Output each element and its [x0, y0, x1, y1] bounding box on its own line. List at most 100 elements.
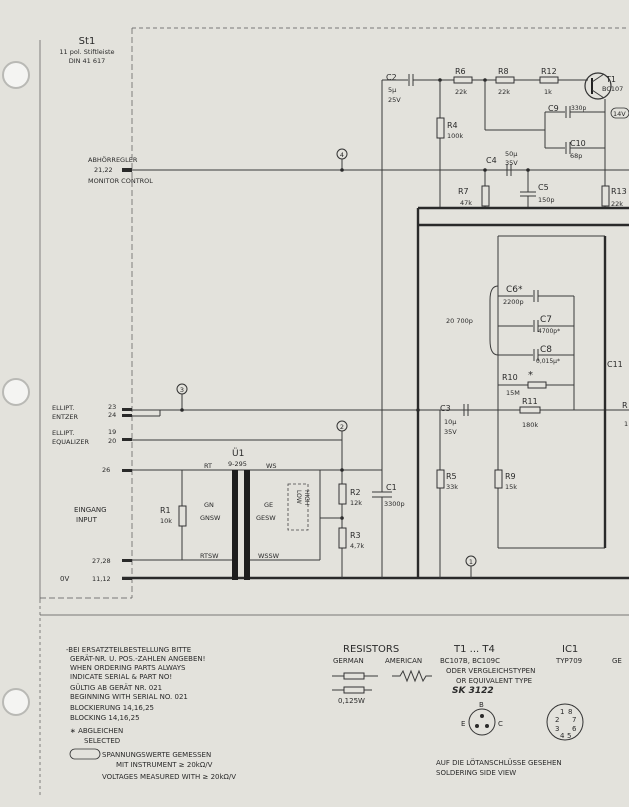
r7-value: 47k	[460, 199, 472, 207]
transformer-name: Ü1	[232, 448, 244, 459]
legend-german-resistor	[343, 672, 365, 680]
note-1: -BEI ERSATZTEILBESTELLUNG BITTE	[66, 646, 191, 654]
r5-value: 33k	[446, 483, 458, 491]
junction-node-3	[180, 408, 184, 412]
ic-pinout	[546, 703, 584, 741]
r6-value: 22k	[455, 88, 467, 96]
pin-27-28-mark	[122, 559, 132, 562]
ic-pin-1: 1	[560, 708, 564, 716]
r13-resistor	[601, 185, 610, 207]
c9-name: C9	[548, 104, 559, 113]
r3-name: R3	[350, 531, 361, 540]
pin-19: 19	[108, 428, 116, 436]
c4-voltage: 35V	[505, 159, 518, 167]
connector-din: DIN 41 617	[69, 57, 106, 65]
c2-value: 5µ	[388, 86, 396, 94]
note-4: INDICATE SERIAL & PART NO!	[70, 673, 172, 681]
pin-24-mark	[122, 414, 132, 417]
r1-name: R1	[160, 506, 171, 515]
r11-value: 180k	[522, 421, 538, 429]
monitor-label-de: ABHÖRREGLER	[88, 155, 138, 164]
punch-hole-bottom	[2, 688, 30, 716]
pin-26-mark	[122, 469, 132, 472]
ic-pin-5: 5	[567, 732, 571, 740]
capacitor-bank-total: 20 700p	[446, 317, 473, 325]
ic-pin-6: 6	[572, 725, 577, 733]
input-label-de: EINGANG	[74, 506, 107, 514]
ic-pin-4: 4	[560, 732, 565, 740]
tr-wssw: WSSW	[258, 552, 280, 560]
r2-resistor	[338, 483, 347, 505]
r5-name: R5	[446, 472, 457, 481]
solder-note-en: SOLDERING SIDE VIEW	[436, 769, 516, 777]
junction-r2	[340, 468, 344, 472]
monitor-label-en: MONITOR CONTROL	[88, 177, 153, 185]
r3-resistor	[338, 527, 347, 549]
note-13: VOLTAGES MEASURED WITH ≥ 20kΩ/V	[102, 773, 236, 781]
c3-voltage: 35V	[444, 428, 457, 436]
r10-value: 15M	[506, 389, 520, 397]
c9-value: 330p	[571, 105, 586, 112]
c5-value: 150p	[538, 196, 555, 204]
pin-26: 26	[102, 466, 110, 474]
pin-19-20-mark	[122, 438, 132, 441]
r8-name: R8	[498, 67, 509, 76]
c2-name: C2	[386, 73, 397, 82]
r7-resistor	[481, 185, 490, 207]
ic-pin-2: 2	[555, 716, 559, 724]
note-12: MIT INSTRUMENT ≥ 20kΩ/V	[116, 761, 213, 769]
r12-value: 1k	[544, 88, 552, 96]
voltage-14v-badge	[610, 107, 629, 119]
r8-resistor	[495, 76, 515, 84]
pin-23-mark	[122, 408, 132, 411]
c4-name: C4	[486, 156, 497, 165]
tr-ge: GE	[264, 501, 273, 509]
punch-hole-middle	[2, 378, 30, 406]
t1-collector	[591, 73, 605, 83]
note-5: GÜLTIG AB GERÄT NR. 021	[70, 683, 162, 692]
r1-value: 10k	[160, 517, 172, 525]
r4-value: 100k	[447, 132, 463, 140]
punch-hole-top	[2, 61, 30, 89]
c10-value: 68p	[570, 152, 582, 160]
c7-name: C7	[540, 315, 552, 325]
r10-resistor	[527, 381, 547, 389]
voltage-marker-symbol	[69, 748, 101, 760]
pin-e-dot	[475, 724, 479, 728]
ellipt1-label: ELLIPT.	[52, 404, 74, 412]
note-6: BEGINNING WITH SERIAL NO. 021	[70, 693, 188, 701]
r6-name: R6	[455, 67, 466, 76]
c10-name: C10	[570, 139, 586, 148]
ellipt2-label: ELLIPT.	[52, 429, 74, 437]
pins-27-28: 27,28	[92, 557, 111, 565]
tr-gnsw: GNSW	[200, 514, 221, 522]
r3-value: 4,7k	[350, 542, 364, 550]
r2-name: R2	[350, 488, 361, 497]
transistor-pinout	[468, 708, 496, 736]
switch-high: HIGH	[303, 490, 310, 505]
pin-24: 24	[108, 411, 116, 419]
t1-type: BC107	[602, 85, 623, 93]
r10-star: *	[528, 370, 533, 381]
ellipt1-label2: ENTZER	[52, 413, 78, 421]
pinout-c: C	[498, 720, 503, 728]
ic-pin-7: 7	[572, 716, 576, 724]
tr-gesw: GESW	[256, 514, 276, 522]
c1-value: 3300p	[384, 500, 405, 508]
legend-t-types: BC107B, BC109C	[440, 657, 500, 665]
edge-r-label: R	[622, 401, 628, 410]
r5-resistor	[436, 469, 445, 489]
note-3: WHEN ORDERING PARTS ALWAYS	[70, 664, 186, 672]
edge-1-label: 1	[624, 420, 628, 428]
junction-c5	[526, 168, 530, 172]
capacitor-bank-brace	[489, 285, 499, 356]
c1-name: C1	[386, 483, 397, 492]
zero-volt-label: 0V	[60, 575, 69, 583]
c2-voltage: 25V	[388, 96, 401, 104]
tr-rtsw: RTSW	[200, 552, 219, 560]
c7-value: 4700p*	[538, 328, 560, 335]
r11-resistor	[519, 406, 541, 414]
legend-sk: SK 3122	[452, 686, 494, 696]
legend-resistors: RESISTORS	[343, 644, 399, 655]
note-8: BLOCKING 14,16,25	[70, 714, 140, 722]
